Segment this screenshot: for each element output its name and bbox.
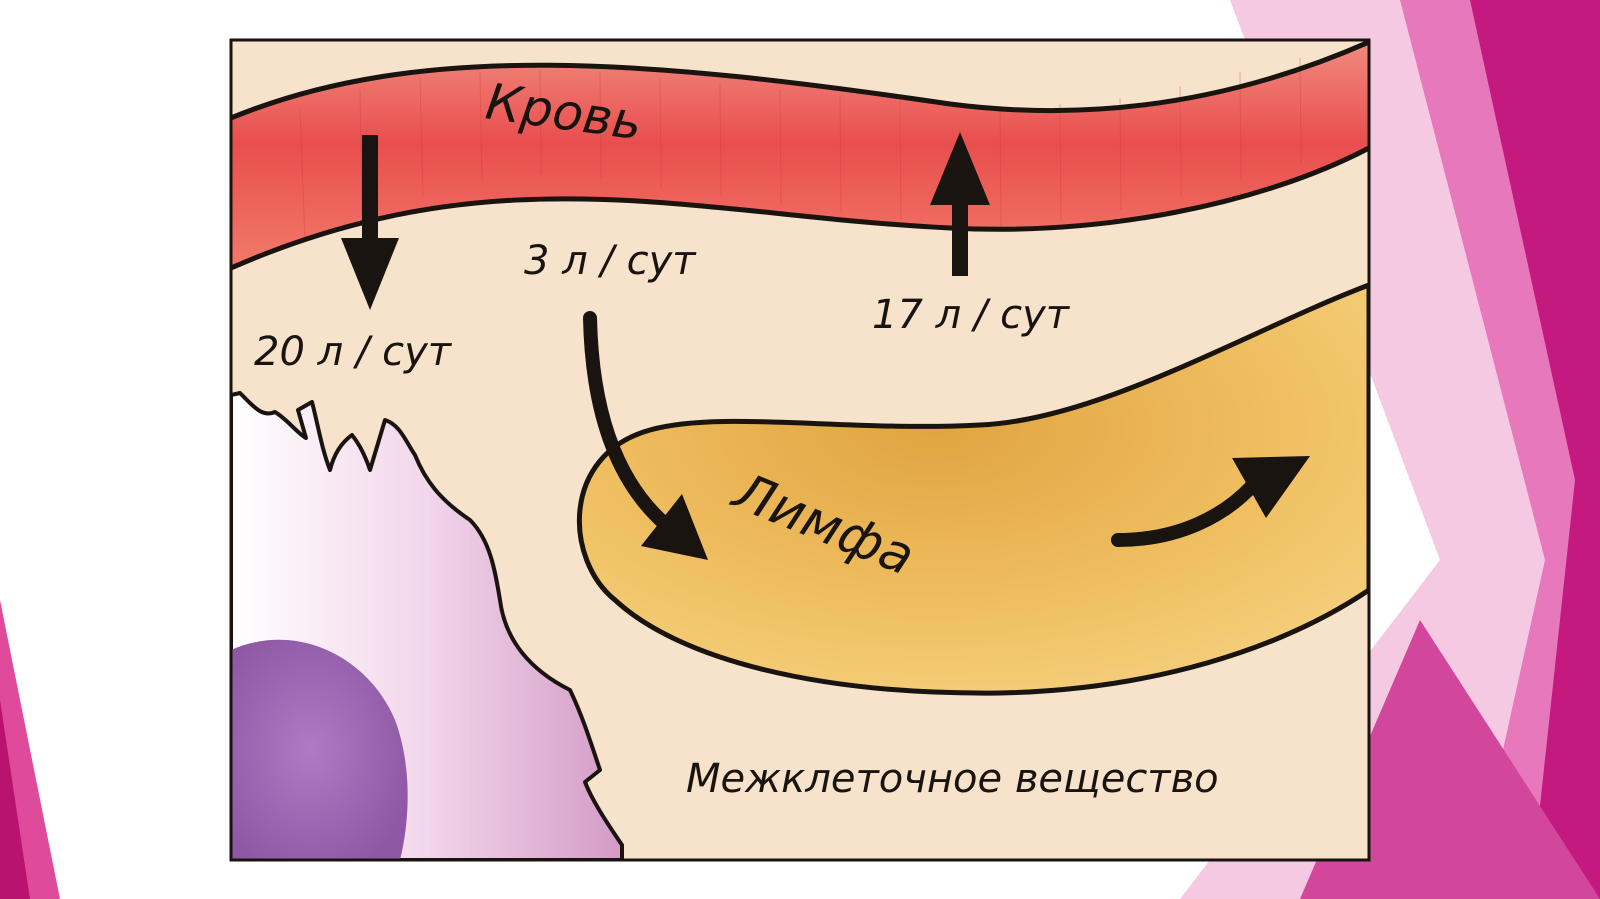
arrow-down-icon [341, 135, 399, 310]
arrow-lymph-outflow-icon [1111, 456, 1310, 547]
flow-back-label: 17 л / сут [872, 292, 1071, 338]
flow-lymph-label: 3 л / сут [524, 238, 697, 284]
lymph-vessel [577, 282, 1369, 696]
vessel-wall-bottom [231, 145, 1369, 271]
interstitial-label: Межклеточное вещество [686, 756, 1219, 802]
arrow-curved-into-lymph-icon [583, 311, 708, 560]
arrow-up-icon [930, 132, 990, 276]
flow-out-label: 20 л / сут [254, 329, 453, 375]
cell-nucleus [231, 639, 408, 860]
blood-vessel [231, 42, 1369, 268]
diagram-frame [229, 38, 1371, 862]
vessel-texture [299, 57, 1302, 241]
vessel-wall-top [231, 40, 1369, 121]
